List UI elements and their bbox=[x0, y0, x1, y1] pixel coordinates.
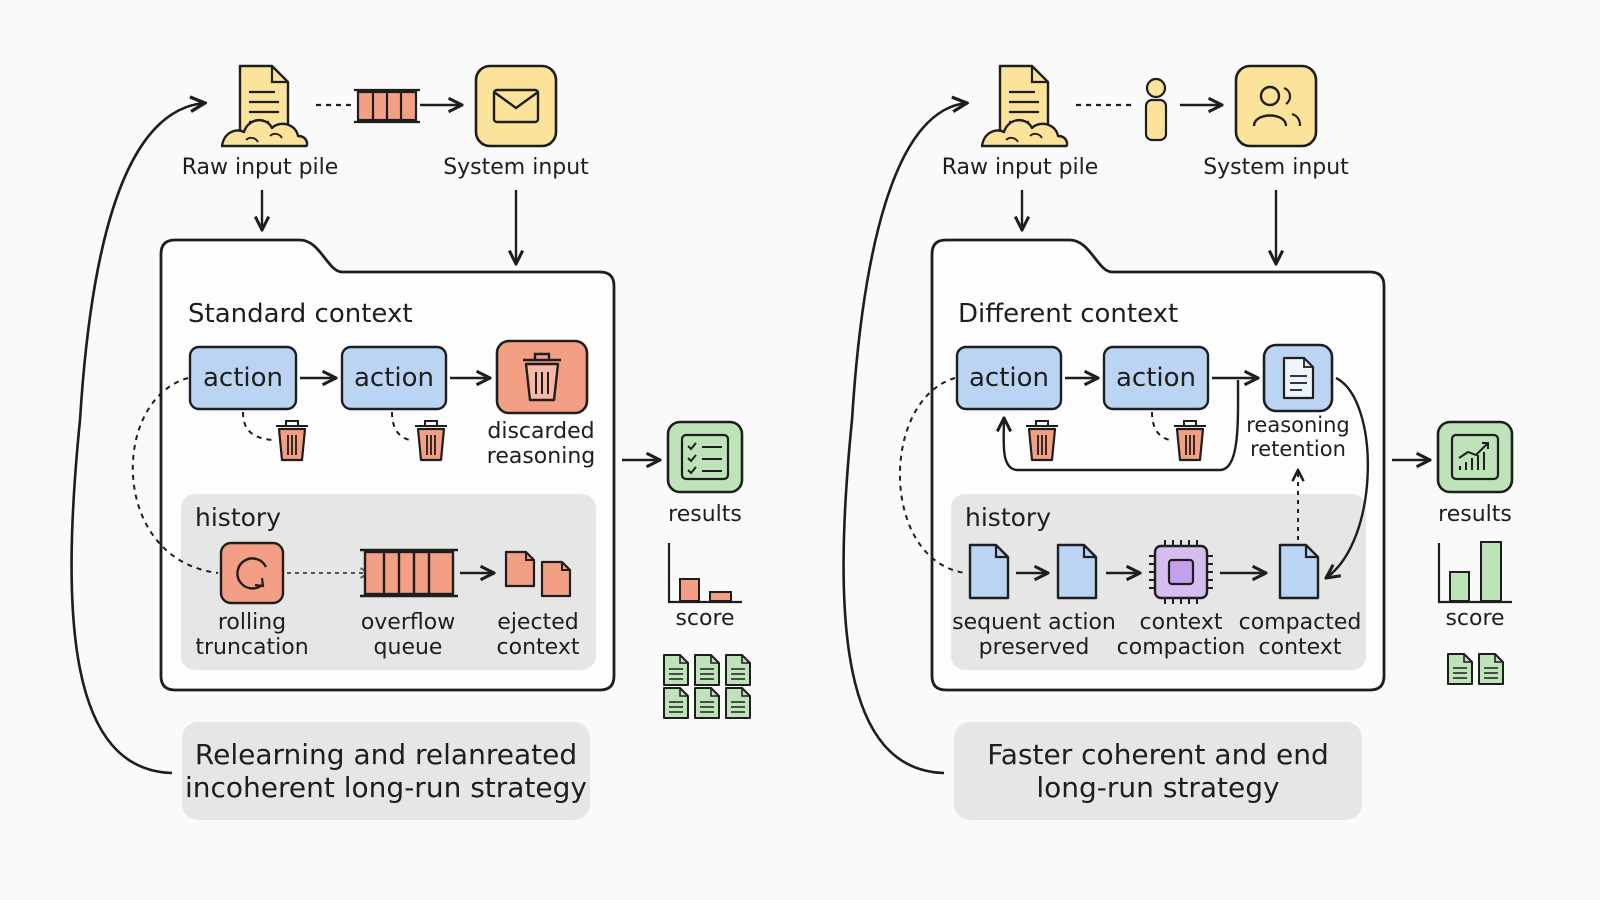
left-rolling-line1: rolling bbox=[217, 610, 287, 635]
left-action-1-box bbox=[188, 345, 298, 411]
person-icon bbox=[1144, 77, 1168, 142]
left-ejected-line2: context bbox=[496, 634, 580, 660]
left-rolling-label: rolling truncation bbox=[195, 610, 309, 660]
right-compaction-label: context compaction bbox=[1116, 610, 1246, 660]
trash-icon bbox=[495, 339, 589, 415]
right-document-grid bbox=[1447, 653, 1504, 685]
trash-icon bbox=[276, 420, 308, 462]
left-strategy-text: Relearning and relanreated incoherent lo… bbox=[185, 738, 587, 804]
document-icon bbox=[1478, 653, 1504, 685]
right-results-label: results bbox=[1438, 502, 1512, 527]
left-system-input-label: System input bbox=[443, 155, 589, 180]
right-score-label: score bbox=[1445, 606, 1505, 631]
trash-icon bbox=[415, 420, 447, 462]
right-action-2-label: action bbox=[1115, 363, 1197, 393]
left-action-2-box bbox=[340, 345, 448, 411]
right-action-1-box bbox=[955, 345, 1063, 411]
trash-icon bbox=[1026, 420, 1058, 462]
document-icon bbox=[1278, 543, 1320, 600]
right-context-title: Different context bbox=[958, 299, 1179, 329]
left-strategy-line2: incoherent long-run strategy bbox=[185, 771, 587, 805]
left-strategy-line1: Relearning and relanreated bbox=[194, 738, 578, 771]
left-action-1-label: action bbox=[202, 363, 284, 393]
left-ejected-label: ejected context bbox=[496, 610, 580, 660]
right-sequent-label: sequent action preserved bbox=[952, 610, 1116, 660]
left-score-chart bbox=[667, 543, 742, 604]
queue-icon bbox=[354, 88, 420, 124]
chart-icon bbox=[1436, 420, 1514, 494]
left-discarded-line2: reasoning bbox=[486, 443, 596, 469]
right-strategy-line2: long-run strategy bbox=[1036, 771, 1280, 805]
right-retention-line2: retention bbox=[1250, 436, 1346, 461]
document-icon bbox=[663, 687, 689, 719]
right-strategy-box bbox=[954, 722, 1362, 820]
right-system-input-label: System input bbox=[1203, 155, 1349, 180]
left-overflow-line1: overflow bbox=[360, 610, 456, 635]
right-loop-arrow bbox=[842, 103, 967, 775]
left-context-title: Standard context bbox=[188, 299, 413, 329]
trash-icon bbox=[1174, 420, 1206, 462]
left-loop-arrow bbox=[70, 103, 205, 775]
document-icon bbox=[1056, 543, 1098, 600]
right-compacted-label: compacted context bbox=[1238, 610, 1362, 660]
right-raw-input-label: Raw input pile bbox=[941, 155, 1099, 180]
left-ejected-line1: ejected bbox=[497, 610, 579, 635]
right-retention-line1: reasoning bbox=[1246, 413, 1350, 437]
right-panel bbox=[842, 64, 1514, 820]
left-overflow-label: overflow queue bbox=[360, 610, 456, 660]
checklist-icon bbox=[666, 420, 744, 494]
document-icon bbox=[663, 654, 689, 686]
document-icon bbox=[1262, 343, 1334, 413]
right-action-2-box bbox=[1102, 345, 1210, 411]
envelope-icon bbox=[474, 64, 558, 148]
left-history-title: history bbox=[195, 503, 281, 532]
cycle-icon bbox=[219, 541, 285, 605]
right-score-chart bbox=[1437, 541, 1512, 604]
right-retention-label: reasoning retention bbox=[1246, 413, 1350, 461]
right-compacted-line2: context bbox=[1258, 634, 1342, 660]
right-history-title: history bbox=[965, 503, 1051, 532]
right-action-1-label: action bbox=[968, 363, 1050, 393]
right-compacted-line1: compacted bbox=[1238, 610, 1362, 635]
left-panel bbox=[70, 64, 751, 820]
chip-icon bbox=[1149, 540, 1213, 604]
right-sequent-line2: preserved bbox=[978, 634, 1090, 660]
left-results-label: results bbox=[668, 502, 742, 527]
left-raw-input-label: Raw input pile bbox=[181, 155, 339, 180]
left-discarded-line1: discarded bbox=[487, 419, 595, 444]
left-action-2-label: action bbox=[353, 363, 435, 393]
document-icon bbox=[725, 654, 751, 686]
queue-icon bbox=[360, 548, 458, 598]
left-strategy-box bbox=[182, 722, 590, 820]
right-compaction-line2: compaction bbox=[1116, 634, 1246, 660]
document-icon bbox=[725, 687, 751, 719]
document-icon bbox=[980, 64, 1069, 148]
left-discarded-label: discarded reasoning bbox=[486, 419, 596, 469]
document-icon bbox=[694, 687, 720, 719]
right-sequent-line1: sequent action bbox=[952, 610, 1116, 635]
left-score-label: score bbox=[675, 606, 735, 631]
users-icon bbox=[1234, 64, 1318, 148]
document-icon bbox=[968, 543, 1010, 600]
left-overflow-line2: queue bbox=[373, 634, 443, 660]
left-document-grid bbox=[663, 654, 751, 719]
document-icon bbox=[694, 654, 720, 686]
document-icon bbox=[504, 550, 572, 598]
right-compaction-line1: context bbox=[1139, 610, 1223, 635]
left-rolling-line2: truncation bbox=[195, 634, 309, 660]
document-icon bbox=[220, 64, 309, 148]
right-strategy-text: Faster coherent and end long-run strateg… bbox=[987, 738, 1328, 804]
document-icon bbox=[1447, 653, 1473, 685]
right-strategy-line1: Faster coherent and end bbox=[987, 738, 1329, 771]
